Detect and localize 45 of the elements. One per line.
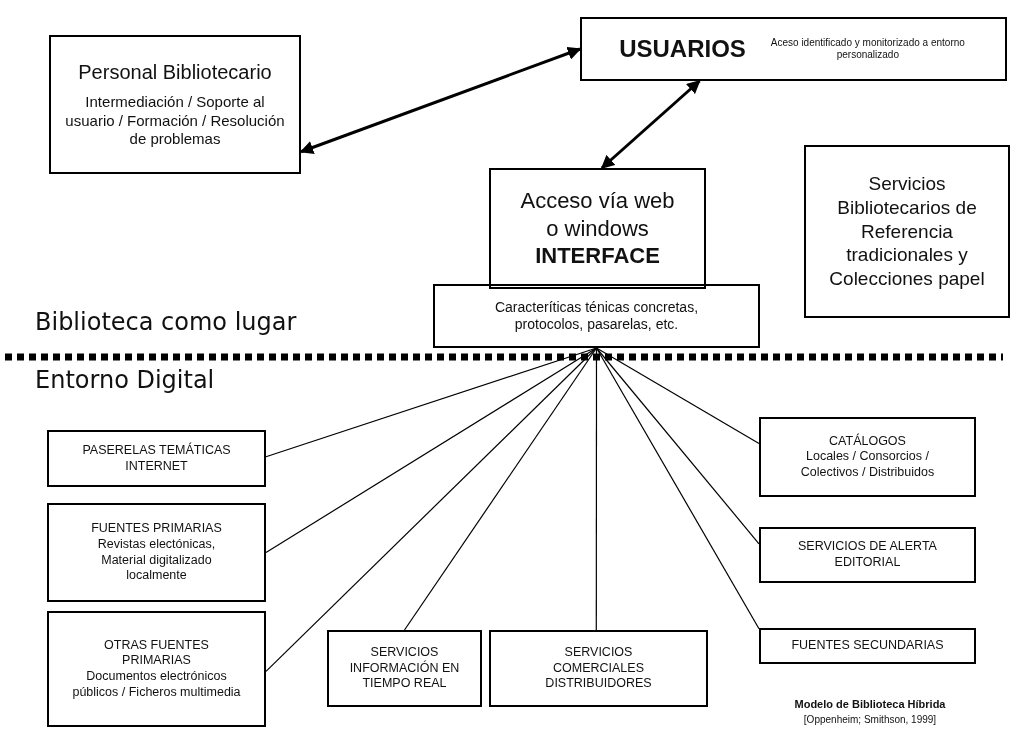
box-text: Revistas electónicas, Material digitalizado localmente	[96, 536, 217, 584]
box-heading: FUENTES SECUNDARIAS	[791, 638, 944, 654]
double-arrow	[299, 46, 582, 154]
text-box	[759, 527, 976, 583]
box-heading: CATÁLOGOS	[829, 433, 906, 450]
connector-line	[595, 347, 760, 630]
connector-line	[265, 347, 598, 554]
area-label: Biblioteca como lugar	[35, 308, 297, 336]
box-heading: FUENTES PRIMARIAS	[91, 521, 222, 537]
box-heading: PASERELAS TEMÁTICAS INTERNET	[81, 442, 232, 475]
box-text: Locales / Consorcios / Colectivos / Distribuidos	[799, 449, 936, 481]
connector-line	[595, 347, 598, 631]
box-heading: SERVICIOS COMERCIALES DISTRIBUIDORES	[544, 645, 653, 692]
citation: [Oppenheim; Smithson, 1999]	[802, 714, 938, 725]
text-box	[327, 630, 482, 707]
text-box	[47, 503, 266, 602]
text-box	[580, 17, 1007, 81]
text-box	[804, 145, 1010, 318]
text-box	[49, 35, 301, 174]
connector-line	[265, 347, 598, 672]
caption: Modelo de Biblioteca Híbrida	[793, 698, 947, 710]
text-box	[759, 628, 976, 664]
box-heading: USUARIOS	[619, 34, 746, 64]
box-text: Documentos electrónicos públicos / Ficheros multimedia	[71, 669, 242, 701]
connector-line	[595, 347, 760, 545]
box-text: Intermediación / Soporte al usuario / Formación / Resolución de problemas	[64, 92, 286, 150]
text-box	[47, 611, 266, 727]
text-box	[433, 284, 760, 348]
box-heading: SERVICIOS DE ALERTA EDITORIAL	[797, 539, 938, 571]
text-box	[47, 430, 266, 487]
box-heading: Acceso vía web o windows	[519, 187, 676, 243]
text-box	[489, 168, 706, 289]
area-label: Entorno Digital	[35, 366, 215, 394]
double-arrow	[600, 79, 701, 170]
box-text: Aceso identificado y monitorizado a entorno personalizado	[769, 36, 966, 62]
box-text: INTERFACE	[535, 242, 660, 270]
box-heading: Caracteríticas ténicas concretas, protocolos, pasarelas, etc.	[493, 298, 700, 334]
box-heading: Personal Bibliotecario	[78, 59, 272, 85]
box-heading: SERVICIOS INFORMACIÓN EN TIEMPO REAL	[348, 645, 461, 692]
box-heading: Servicios Bibliotecarios de Referencia tradicionales y Colecciones papel	[828, 172, 986, 291]
box-heading: OTRAS FUENTES PRIMARIAS	[103, 637, 210, 669]
text-box	[759, 417, 976, 497]
text-box	[489, 630, 708, 707]
connector-line	[403, 347, 598, 631]
connector-line	[595, 347, 760, 444]
